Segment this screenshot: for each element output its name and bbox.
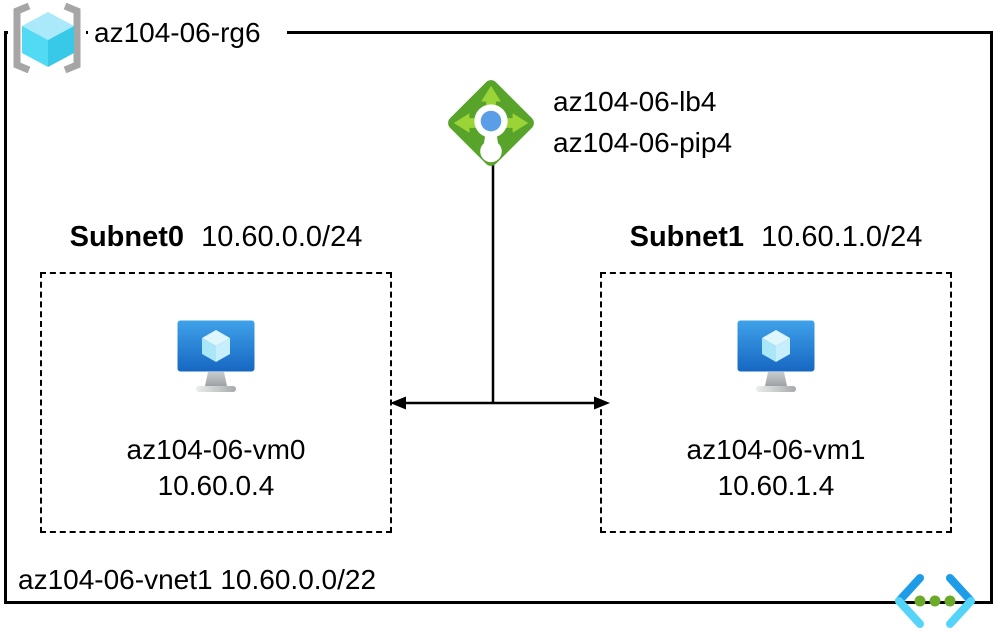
vm1-ip: 10.60.1.4 xyxy=(717,470,835,501)
virtual-network-icon-svg xyxy=(895,574,975,628)
vm0-name: az104-06-vm0 xyxy=(126,434,306,465)
subnet1-box: az104-06-vm1 10.60.1.4 xyxy=(600,272,952,533)
resource-group-icon-svg xyxy=(13,2,81,74)
vm0-ip: 10.60.0.4 xyxy=(157,470,275,501)
vm-stand xyxy=(205,372,227,386)
cube-right-face xyxy=(48,26,74,67)
bracket-right xyxy=(63,2,81,74)
virtual-network-icon xyxy=(893,571,977,631)
vnet-chevron-right-bottom xyxy=(946,597,975,628)
arrowhead-left xyxy=(390,396,406,410)
subnet0-title: Subnet0 10.60.0.0/24 xyxy=(40,219,392,255)
lb-to-subnets-connector xyxy=(390,165,610,410)
vm1-name: az104-06-vm1 xyxy=(686,434,866,465)
vnet-cidr: 10.60.0.0/22 xyxy=(220,564,377,595)
subnet0-box: az104-06-vm0 10.60.0.4 xyxy=(40,272,392,533)
subnet0-cidr: 10.60.0.0/24 xyxy=(201,221,363,253)
resource-group-box xyxy=(4,31,993,604)
subnet1-title: Subnet1 10.60.1.0/24 xyxy=(600,219,952,255)
lb-keyhole-base xyxy=(480,140,502,163)
vnet-name: az104-06-vnet1 xyxy=(18,564,213,595)
load-balancer-icon-svg xyxy=(448,80,534,166)
arrowhead-right xyxy=(594,396,610,410)
vnet-chevron-left-top xyxy=(895,574,924,605)
vm-stand-base xyxy=(756,386,796,392)
cube-left-face xyxy=(22,26,48,67)
vm-stand xyxy=(765,372,787,386)
vm-cube-left xyxy=(202,338,216,362)
resource-group-icon xyxy=(8,2,86,74)
subnet1-name: Subnet1 xyxy=(629,221,745,253)
public-ip-name: az104-06-pip4 xyxy=(553,127,733,158)
bracket-left xyxy=(13,2,31,74)
vm-cube-right xyxy=(776,338,790,362)
vm0-icon-svg xyxy=(177,320,255,392)
vm-cube-right xyxy=(216,338,230,362)
vm-stand-base xyxy=(196,386,236,392)
vnet-label: az104-06-vnet1 10.60.0.0/22 xyxy=(18,562,376,598)
vm0-labels: az104-06-vm0 10.60.0.4 xyxy=(42,432,390,504)
vnet-dot-2 xyxy=(929,595,941,607)
load-balancer-name: az104-06-lb4 xyxy=(553,86,717,117)
vm-cube-left xyxy=(762,338,776,362)
resource-group-label: az104-06-rg6 xyxy=(88,15,287,51)
vnet-dot-3 xyxy=(944,595,956,607)
vnet-chevron-right-top xyxy=(946,574,975,605)
virtual-machine-icon xyxy=(737,320,815,394)
subnet0-name: Subnet0 xyxy=(69,221,185,253)
vnet-dot-1 xyxy=(914,595,926,607)
load-balancer-labels: az104-06-lb4 az104-06-pip4 xyxy=(553,81,732,163)
lb-center-dot xyxy=(480,110,502,132)
vm1-icon-svg xyxy=(737,320,815,392)
load-balancer-icon xyxy=(442,74,540,172)
subnet1-cidr: 10.60.1.0/24 xyxy=(761,221,923,253)
vnet-chevron-left-bottom xyxy=(895,597,924,628)
vm1-labels: az104-06-vm1 10.60.1.4 xyxy=(602,432,950,504)
virtual-machine-icon xyxy=(177,320,255,394)
